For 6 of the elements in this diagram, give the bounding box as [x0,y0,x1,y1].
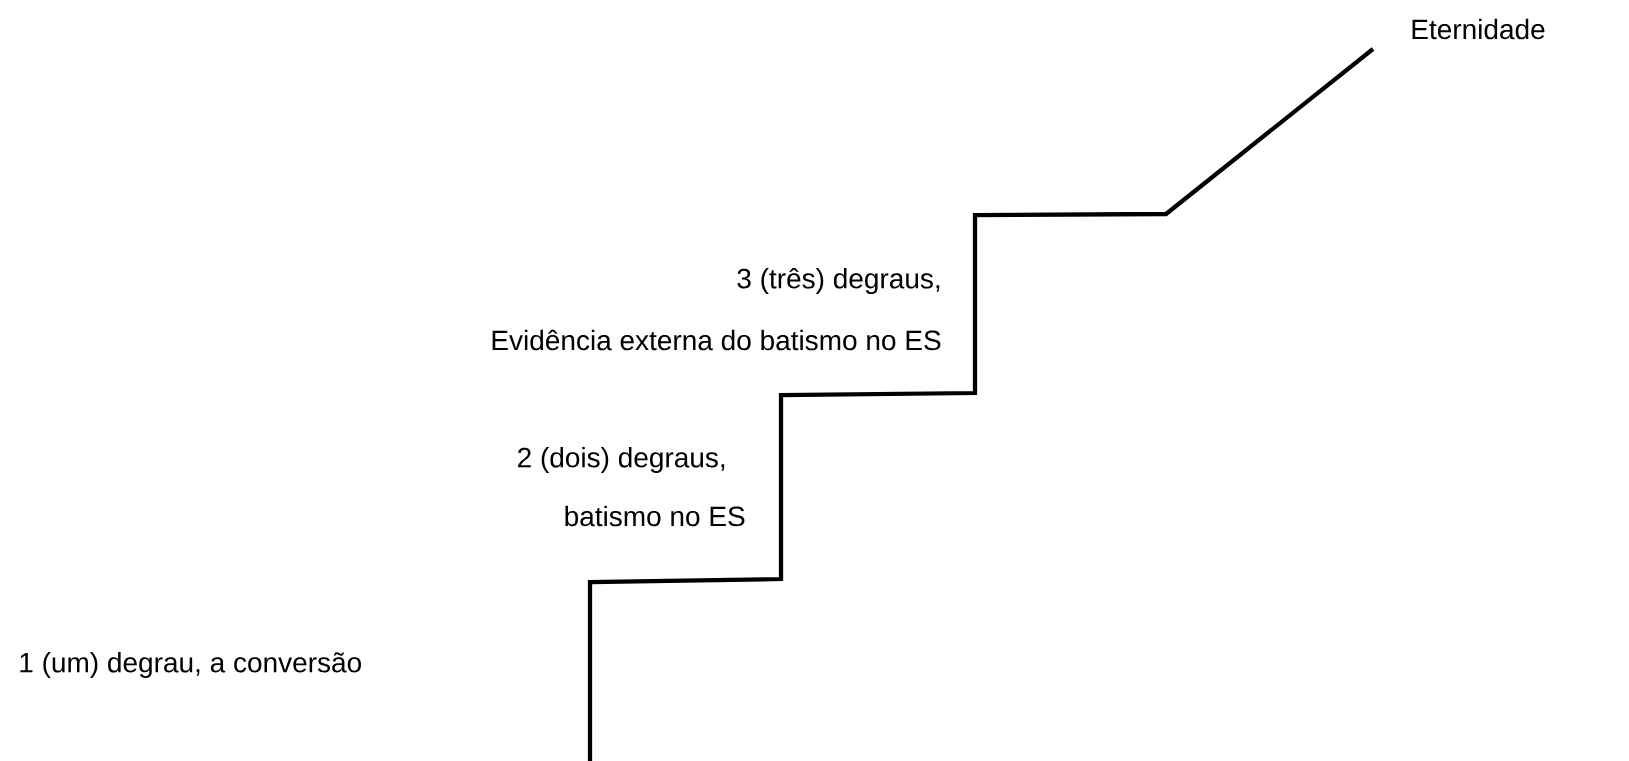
step-label: Evidência externa do batismo no ES [492,329,941,351]
step-label: 1 (um) degrau, a conversão [20,651,361,679]
step-label: batismo no ES [565,505,745,527]
step-label: 3 (três) degraus, [737,267,940,295]
step-label: Eternidade [1412,18,1545,40]
step-label: 2 (dois) degraus, [518,446,725,474]
